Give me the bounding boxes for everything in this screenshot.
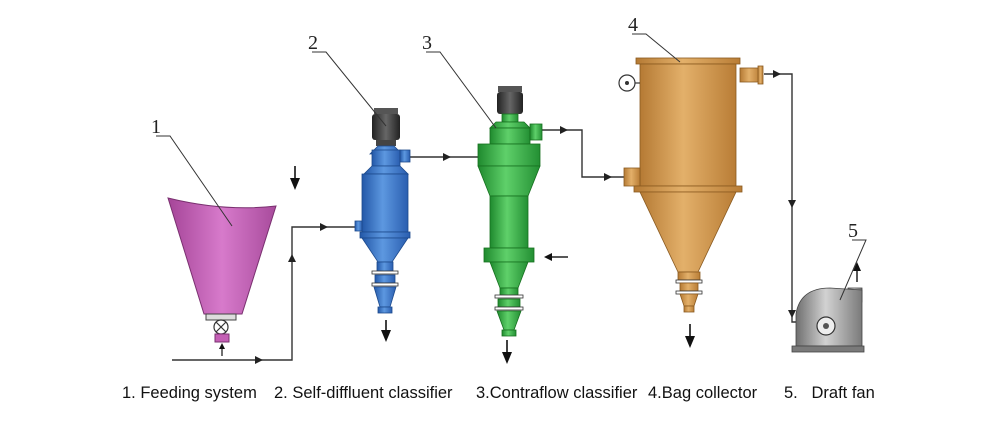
bag-collector: [618, 57, 764, 313]
callout-1: 1: [151, 116, 161, 138]
legend-item-feeding-system: 1. Feeding system: [122, 384, 257, 402]
classifier-3-top: [477, 143, 541, 167]
flow-arrow-icon: [255, 356, 263, 364]
callout-3: 3: [422, 32, 432, 54]
legend-item-contraflow-classifier: 3.Contraflow classifier: [476, 384, 638, 402]
flow-arrow-icon: [604, 173, 612, 181]
callout-4: 4: [628, 14, 638, 36]
flow-arrows: [255, 70, 796, 364]
flow-arrow-icon: [443, 153, 451, 161]
flow-arrow-icon: [560, 126, 568, 134]
flow-arrow-icon: [773, 70, 781, 78]
flow-arrow-icon: [788, 310, 796, 318]
legend: 1. Feeding system 2. Self-diffluent clas…: [0, 380, 1000, 408]
legend-item-draft-fan: 5. Draft fan: [784, 384, 875, 402]
feed-hopper: [167, 197, 277, 315]
flow-arrow-icon: [320, 223, 328, 231]
classifier-2-body: [361, 173, 409, 233]
gauge-icon: [618, 74, 640, 92]
callouts: [156, 33, 867, 301]
bag-collector-body: [639, 63, 737, 187]
classifier-3-body: [489, 195, 529, 249]
flow-arrow-icon: [288, 254, 296, 262]
hopper-collar: [205, 313, 237, 321]
feeding-system: [167, 197, 277, 343]
contraflow-classifier: [477, 86, 543, 337]
valve-icon: [213, 319, 229, 335]
pipe-3-to-4: [540, 129, 624, 178]
legend-item-bag-collector: 4.Bag collector: [648, 384, 758, 402]
legend-item-self-diffluent-classifier: 2. Self-diffluent classifier: [274, 384, 453, 402]
callout-2: 2: [308, 32, 318, 54]
flow-arrow-icon: [788, 200, 796, 208]
callout-5: 5: [848, 220, 858, 242]
motor-icon: [497, 86, 523, 114]
self-diffluent-classifier: [354, 108, 411, 314]
direction-arrows: [219, 166, 861, 364]
pipe-4-to-5: [764, 73, 808, 323]
draft-fan: [791, 287, 865, 353]
motor-icon: [372, 108, 400, 146]
